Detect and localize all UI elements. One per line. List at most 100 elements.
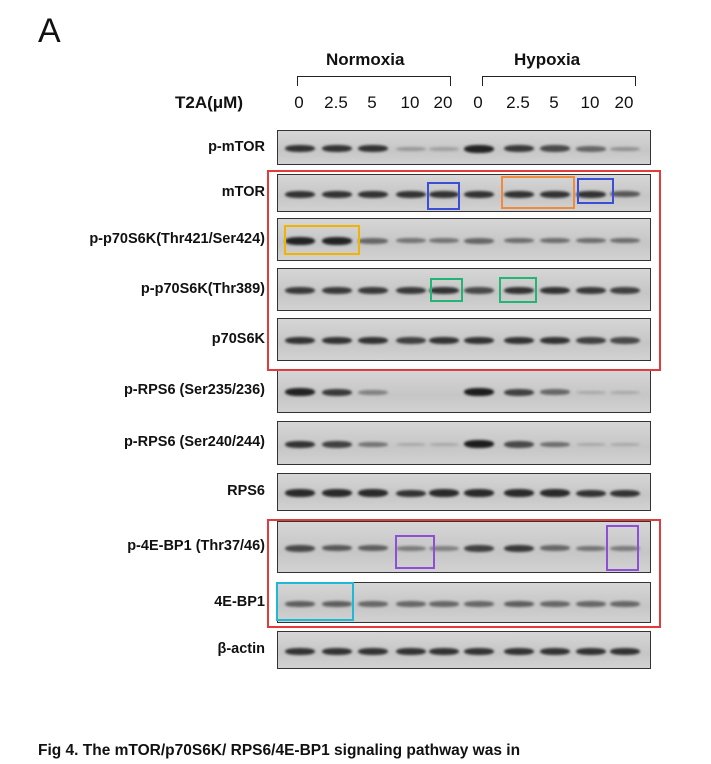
blot-band — [358, 389, 388, 395]
blot-band — [540, 647, 570, 655]
blot-band — [504, 190, 534, 198]
blot-band — [396, 489, 426, 497]
protein-label: p-p70S6K(Thr389) — [140, 280, 265, 297]
yellow-box — [284, 225, 360, 255]
panel-letter: A — [38, 12, 61, 50]
blot-band — [610, 390, 640, 394]
blot-band — [358, 337, 388, 344]
blot-band — [358, 287, 388, 294]
blot-band — [464, 544, 494, 552]
blue-box-1 — [427, 182, 460, 210]
blot-band — [576, 287, 606, 294]
blot-band — [540, 489, 570, 497]
blot-band — [504, 287, 534, 294]
blot-band — [285, 236, 315, 245]
blot-band — [576, 442, 606, 446]
blot-band — [504, 337, 534, 344]
blot-band — [429, 337, 459, 344]
protein-label: p-4E-BP1 (Thr37/46) — [127, 538, 265, 554]
blot-band — [576, 190, 606, 198]
purple-box-2 — [606, 525, 639, 571]
blot-band — [464, 337, 494, 344]
dose-label: 2.5 — [324, 93, 348, 112]
blot-band — [285, 190, 315, 198]
green-box-1 — [430, 278, 463, 302]
red-box-ptor-group — [267, 170, 661, 371]
blot-band — [396, 600, 426, 607]
protein-label: p-p70S6K(Thr421/Ser424) — [89, 230, 265, 247]
blot-band — [504, 544, 534, 552]
blot-band — [540, 190, 570, 198]
blot-band — [610, 442, 640, 446]
blot-band — [464, 489, 494, 497]
blot-band — [358, 600, 388, 607]
blot-band — [576, 337, 606, 344]
blot-band — [464, 388, 494, 396]
blot-band — [396, 190, 426, 198]
blot-band — [285, 337, 315, 344]
blot-band — [322, 190, 352, 198]
blot-band — [540, 545, 570, 551]
blot-band — [610, 489, 640, 497]
protein-label: β-actin — [217, 641, 265, 657]
dose-label: 5 — [367, 93, 377, 112]
protein-label: p-RPS6 (Ser240/244) — [123, 434, 265, 450]
blot-band — [464, 144, 494, 153]
blot-band — [322, 600, 352, 607]
blot-strip — [277, 130, 651, 165]
blot-band — [322, 145, 352, 152]
blot-band — [322, 287, 352, 294]
protein-label: p-RPS6 (Ser235/236) — [123, 382, 265, 398]
blot-band — [285, 145, 315, 152]
purple-box-1 — [395, 535, 435, 569]
blot-band — [540, 389, 570, 395]
blot-band — [396, 545, 426, 551]
blot-band — [610, 600, 640, 607]
blot-band — [504, 145, 534, 152]
blot-band — [504, 238, 534, 243]
blot-band — [540, 145, 570, 152]
blot-band — [464, 287, 494, 294]
blot-band — [464, 440, 494, 448]
blot-strip — [277, 521, 651, 573]
blot-band — [464, 600, 494, 607]
blot-band — [464, 237, 494, 244]
blot-band — [322, 440, 352, 448]
blot-band — [429, 545, 459, 551]
blot-band — [540, 337, 570, 344]
protein-label: p-mTOR — [208, 138, 265, 155]
blot-band — [540, 238, 570, 243]
blot-band — [504, 647, 534, 655]
blot-band — [576, 145, 606, 152]
blot-band — [610, 287, 640, 294]
blot-band — [610, 146, 640, 151]
blot-band — [429, 442, 459, 446]
blot-band — [540, 600, 570, 607]
blot-band — [576, 489, 606, 497]
treatment-label: T2A(μM) — [175, 93, 243, 112]
blot-band — [429, 647, 459, 655]
blot-band — [429, 600, 459, 607]
blot-band — [429, 190, 459, 198]
dose-label: 10 — [580, 93, 600, 112]
blot-band — [358, 145, 388, 152]
blot-band — [358, 489, 388, 497]
blot-strip — [277, 268, 651, 311]
blot-band — [576, 238, 606, 243]
blot-strip — [277, 174, 651, 212]
blot-band — [429, 146, 459, 151]
blot-band — [285, 647, 315, 655]
blot-band — [429, 489, 459, 497]
orange-box — [501, 176, 575, 209]
blot-band — [610, 191, 640, 197]
blue-box-2 — [577, 178, 614, 204]
blot-band — [358, 237, 388, 244]
blot-band — [504, 388, 534, 396]
blot-band — [610, 647, 640, 655]
blot-strip — [277, 318, 651, 361]
condition-normoxia: Normoxia — [326, 50, 405, 69]
blot-band — [358, 647, 388, 655]
protein-label: 4E-BP1 — [214, 593, 265, 610]
dose-label: 0 — [473, 93, 483, 112]
protein-label: p70S6K — [211, 330, 265, 347]
